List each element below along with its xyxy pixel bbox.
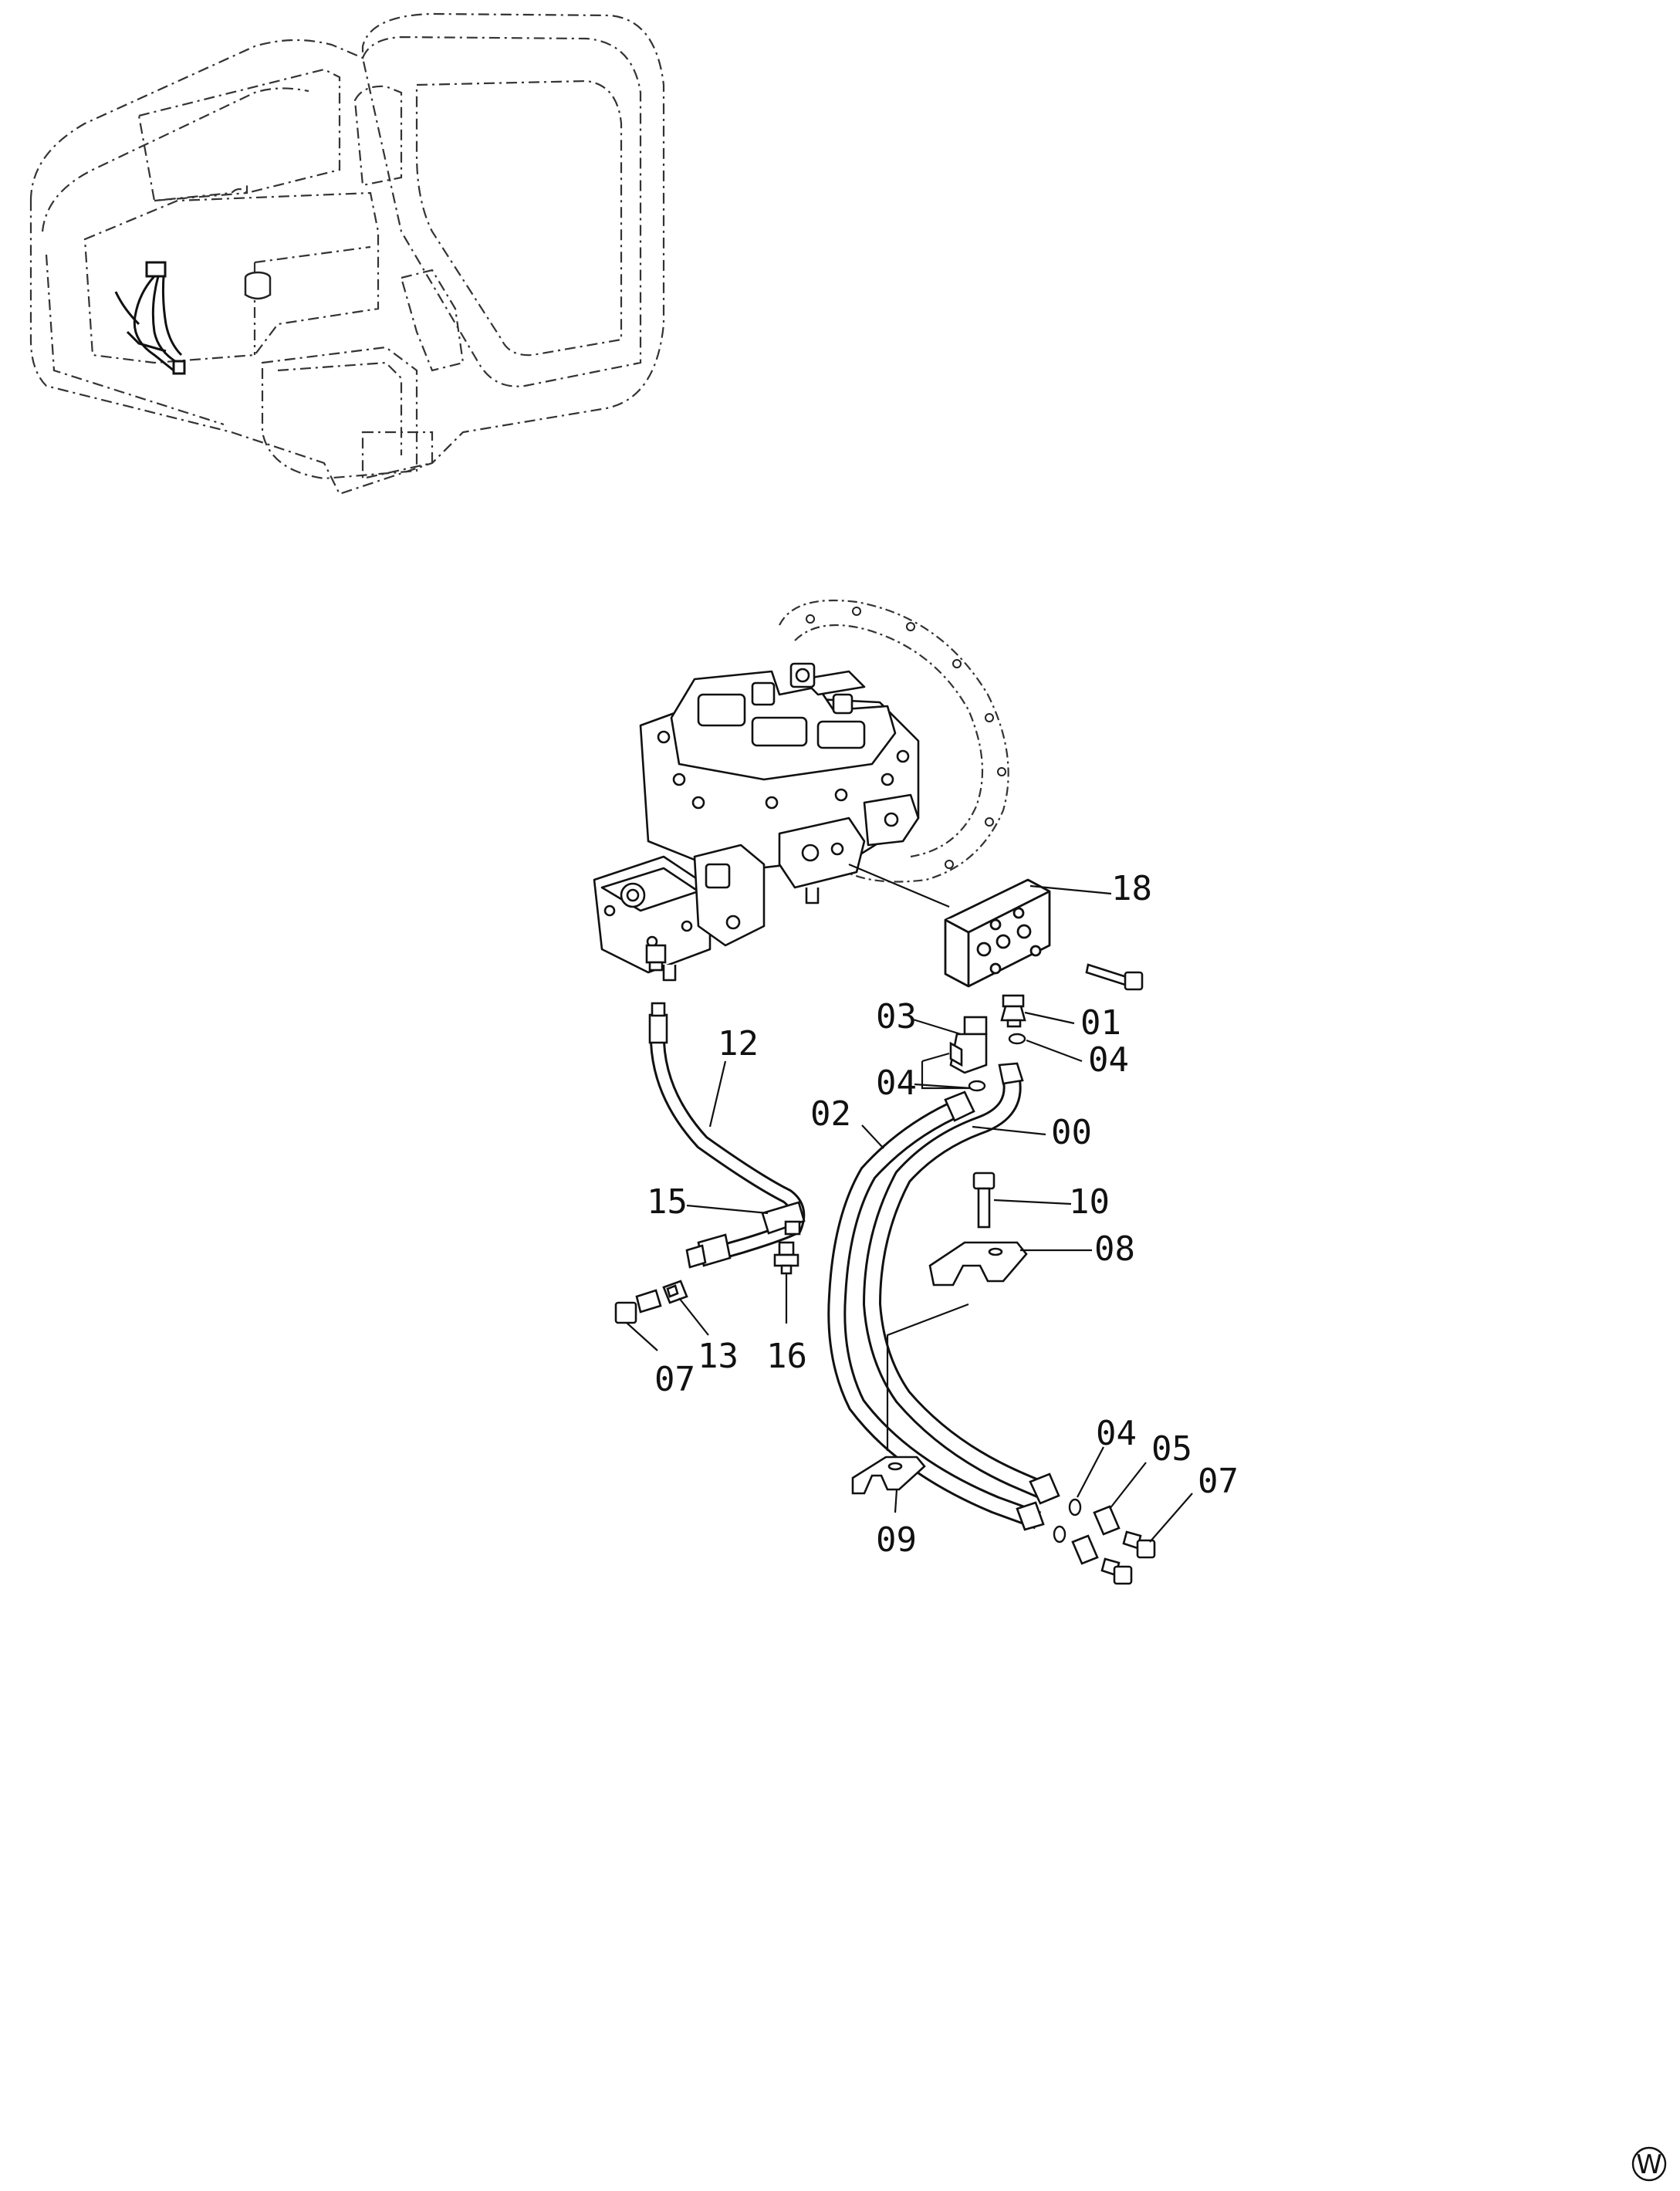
callout-04-upper-left: 04 <box>876 1063 917 1103</box>
tank-cap <box>244 271 272 300</box>
callout-02: 02 <box>810 1094 851 1134</box>
leader-lines <box>626 863 1193 1543</box>
connector-01 <box>1000 994 1026 1028</box>
callout-00: 00 <box>1051 1113 1092 1152</box>
harness-overview <box>114 261 186 375</box>
bolt-16 <box>773 1241 799 1275</box>
excavator-overview <box>29 12 665 495</box>
flywheel-bolts <box>806 607 1006 869</box>
callout-04-upper-right: 04 <box>1088 1040 1129 1080</box>
manifold-block-18 <box>944 878 1051 988</box>
hose-clamp-15 <box>761 1201 806 1236</box>
callout-13: 13 <box>698 1337 739 1376</box>
hose-12 <box>650 1041 806 1262</box>
callout-12: 12 <box>718 1024 759 1063</box>
clamp-08 <box>928 1241 1028 1287</box>
callout-18: 18 <box>1111 869 1152 908</box>
clamp-09 <box>851 1456 926 1495</box>
callout-01: 01 <box>1080 1003 1121 1043</box>
flywheel-housing <box>779 599 1009 883</box>
corner-mark-letter: W <box>1636 2149 1662 2180</box>
callout-03: 03 <box>876 997 917 1036</box>
adapter-13 <box>662 1280 688 1304</box>
bracket-outline <box>921 1052 971 1090</box>
callout-04-lower: 04 <box>1096 1414 1137 1453</box>
adapters-05 <box>1071 1505 1121 1565</box>
corner-mark: W <box>1631 2146 1667 2182</box>
elbow-fitting-03 <box>949 1016 988 1074</box>
callout-15: 15 <box>647 1182 688 1222</box>
callout-09: 09 <box>876 1520 917 1560</box>
callout-10: 10 <box>1069 1182 1110 1222</box>
callout-08: 08 <box>1094 1229 1135 1269</box>
callout-07-left: 07 <box>654 1360 695 1399</box>
callout-07-right: 07 <box>1198 1462 1239 1501</box>
manifold-bolt <box>1085 963 1144 991</box>
lower-o-rings-04 <box>1053 1498 1082 1544</box>
callout-16: 16 <box>766 1337 807 1376</box>
hose-00 <box>862 1074 1053 1503</box>
pump-drain-fitting <box>645 944 667 972</box>
bolts-07-right <box>1100 1530 1156 1585</box>
hose-12-fittings <box>648 1002 732 1269</box>
hose-end-fittings <box>944 1062 1060 1531</box>
callout-labels: 18 03 01 04 04 12 02 00 10 15 08 13 16 0… <box>647 869 1239 1560</box>
callout-05: 05 <box>1151 1429 1192 1469</box>
hydraulic-pump-assembly <box>593 662 920 982</box>
bolt-10 <box>972 1172 995 1229</box>
bolt-07-left <box>614 1289 662 1324</box>
o-rings-04 <box>968 1033 1026 1092</box>
